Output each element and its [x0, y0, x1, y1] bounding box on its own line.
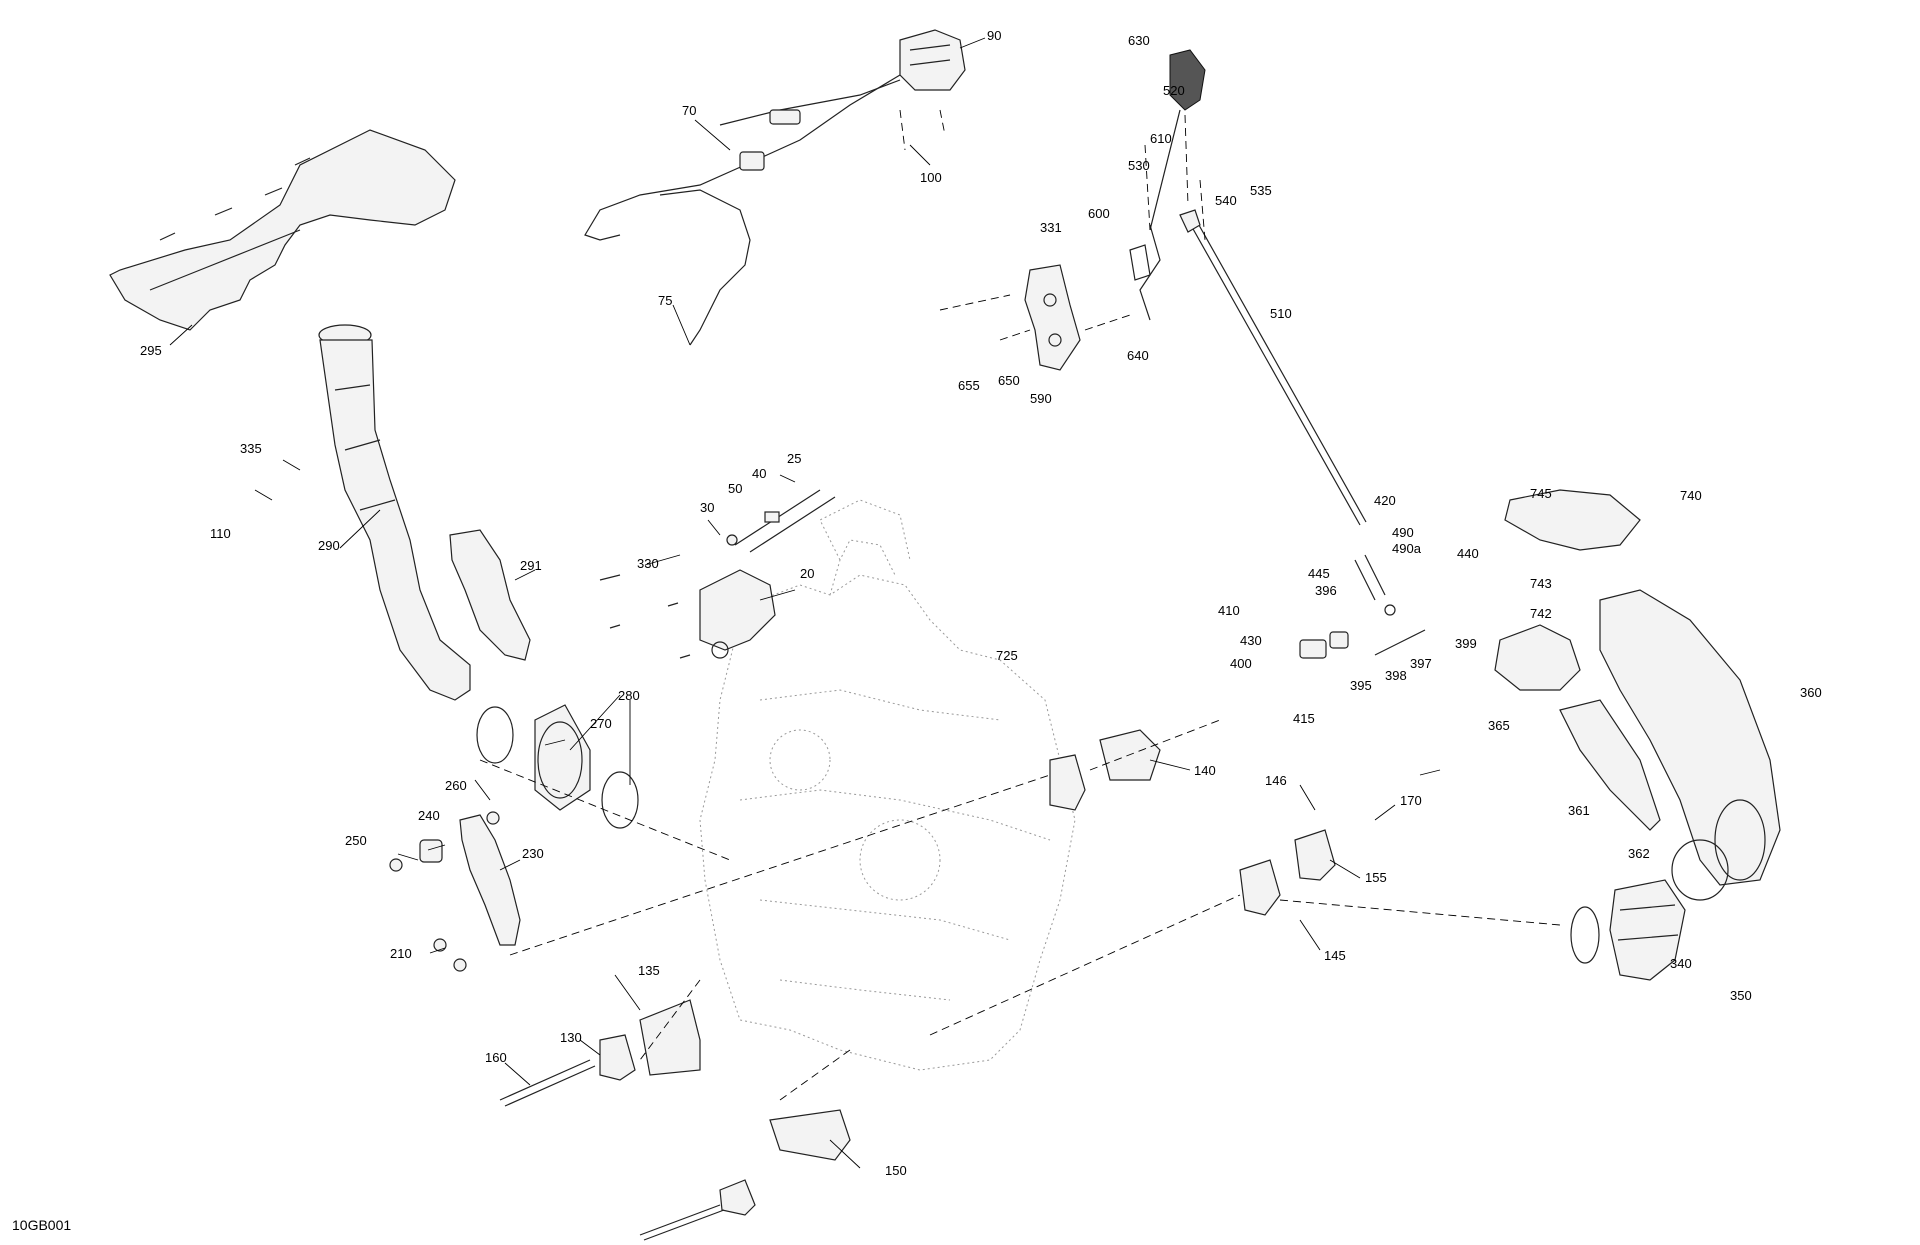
callout-420: 420 [1374, 493, 1396, 508]
callout-590: 590 [1030, 391, 1052, 406]
callout-146: 146 [1265, 773, 1287, 788]
callout-90: 90 [987, 28, 1001, 43]
callout-331: 331 [1040, 220, 1062, 235]
engine-mounts [499, 729, 1336, 1241]
callout-725: 725 [996, 648, 1018, 663]
callout-361: 361 [1568, 803, 1590, 818]
callout-745: 745 [1530, 486, 1552, 501]
callout-640: 640 [1127, 348, 1149, 363]
engine-block [699, 499, 1076, 1071]
callout-30: 30 [700, 500, 714, 515]
callout-130: 130 [560, 1030, 582, 1045]
callout-397: 397 [1410, 656, 1432, 671]
intake-duct [318, 324, 531, 701]
callout-630: 630 [1128, 33, 1150, 48]
callout-160: 160 [485, 1050, 507, 1065]
callout-210: 210 [390, 946, 412, 961]
callout-535: 535 [1250, 183, 1272, 198]
callout-415: 415 [1293, 711, 1315, 726]
callout-410: 410 [1218, 603, 1240, 618]
callout-155: 155 [1365, 870, 1387, 885]
shift-switch-assembly [899, 29, 966, 151]
callout-230: 230 [522, 846, 544, 861]
callout-20: 20 [800, 566, 814, 581]
callout-743: 743 [1530, 576, 1552, 591]
callout-295: 295 [140, 343, 162, 358]
alignment-lines [479, 114, 1561, 1101]
drawing-code: 10GB001 [12, 1217, 71, 1233]
callout-340: 340 [1670, 956, 1692, 971]
callout-25: 25 [787, 451, 801, 466]
callout-291: 291 [520, 558, 542, 573]
callout-510: 510 [1270, 306, 1292, 321]
callout-490a: 490a [1392, 541, 1422, 556]
callout-40: 40 [752, 466, 766, 481]
callout-365: 365 [1488, 718, 1510, 733]
callout-540: 540 [1215, 193, 1237, 208]
callout-400: 400 [1230, 656, 1252, 671]
callout-360: 360 [1800, 685, 1822, 700]
callout-240: 240 [418, 808, 440, 823]
callout-110: 110 [210, 526, 231, 541]
couplers [476, 704, 639, 829]
callout-445: 445 [1308, 566, 1330, 581]
heat-shield [109, 129, 456, 331]
callout-250: 250 [345, 833, 367, 848]
callout-398: 398 [1385, 668, 1407, 683]
callout-75: 75 [658, 293, 672, 308]
callout-430: 430 [1240, 633, 1262, 648]
callout-270: 270 [590, 716, 612, 731]
mount-bracket-20 [599, 489, 836, 659]
callout-650: 650 [998, 373, 1020, 388]
callout-labels: 20 25 30 40 50 70 75 90 100 110 130 135 … [140, 28, 1822, 1178]
leader-lines [169, 37, 1441, 1169]
callout-655: 655 [958, 378, 980, 393]
callout-399: 399 [1455, 636, 1477, 651]
callout-490: 490 [1392, 525, 1414, 540]
callout-396: 396 [1315, 583, 1337, 598]
callout-145: 145 [1324, 948, 1346, 963]
shift-cable [584, 74, 901, 346]
callout-740: 740 [1680, 488, 1702, 503]
callout-610: 610 [1150, 131, 1172, 146]
callout-742: 742 [1530, 606, 1552, 621]
callout-350: 350 [1730, 988, 1752, 1003]
shift-gate-590 [999, 264, 1131, 371]
callout-140: 140 [1194, 763, 1216, 778]
callout-170: 170 [1400, 793, 1422, 808]
callout-520: 520 [1163, 83, 1185, 98]
callout-280: 280 [618, 688, 640, 703]
callout-135: 135 [638, 963, 660, 978]
engine-bracket-230 [389, 811, 521, 972]
callout-100: 100 [920, 170, 942, 185]
callout-440: 440 [1457, 546, 1479, 561]
callout-600: 600 [1088, 206, 1110, 221]
shift-linkage [1299, 554, 1426, 659]
callout-260: 260 [445, 778, 467, 793]
callout-290: 290 [318, 538, 340, 553]
shift-lever [1129, 49, 1367, 526]
callout-362: 362 [1628, 846, 1650, 861]
air-ducts-right [1494, 489, 1781, 981]
callout-150: 150 [885, 1163, 907, 1178]
callout-530: 530 [1128, 158, 1150, 173]
callout-330: 330 [637, 556, 659, 571]
callout-335: 335 [240, 441, 262, 456]
callout-395: 395 [1350, 678, 1372, 693]
callout-70: 70 [682, 103, 696, 118]
callout-50: 50 [728, 481, 742, 496]
